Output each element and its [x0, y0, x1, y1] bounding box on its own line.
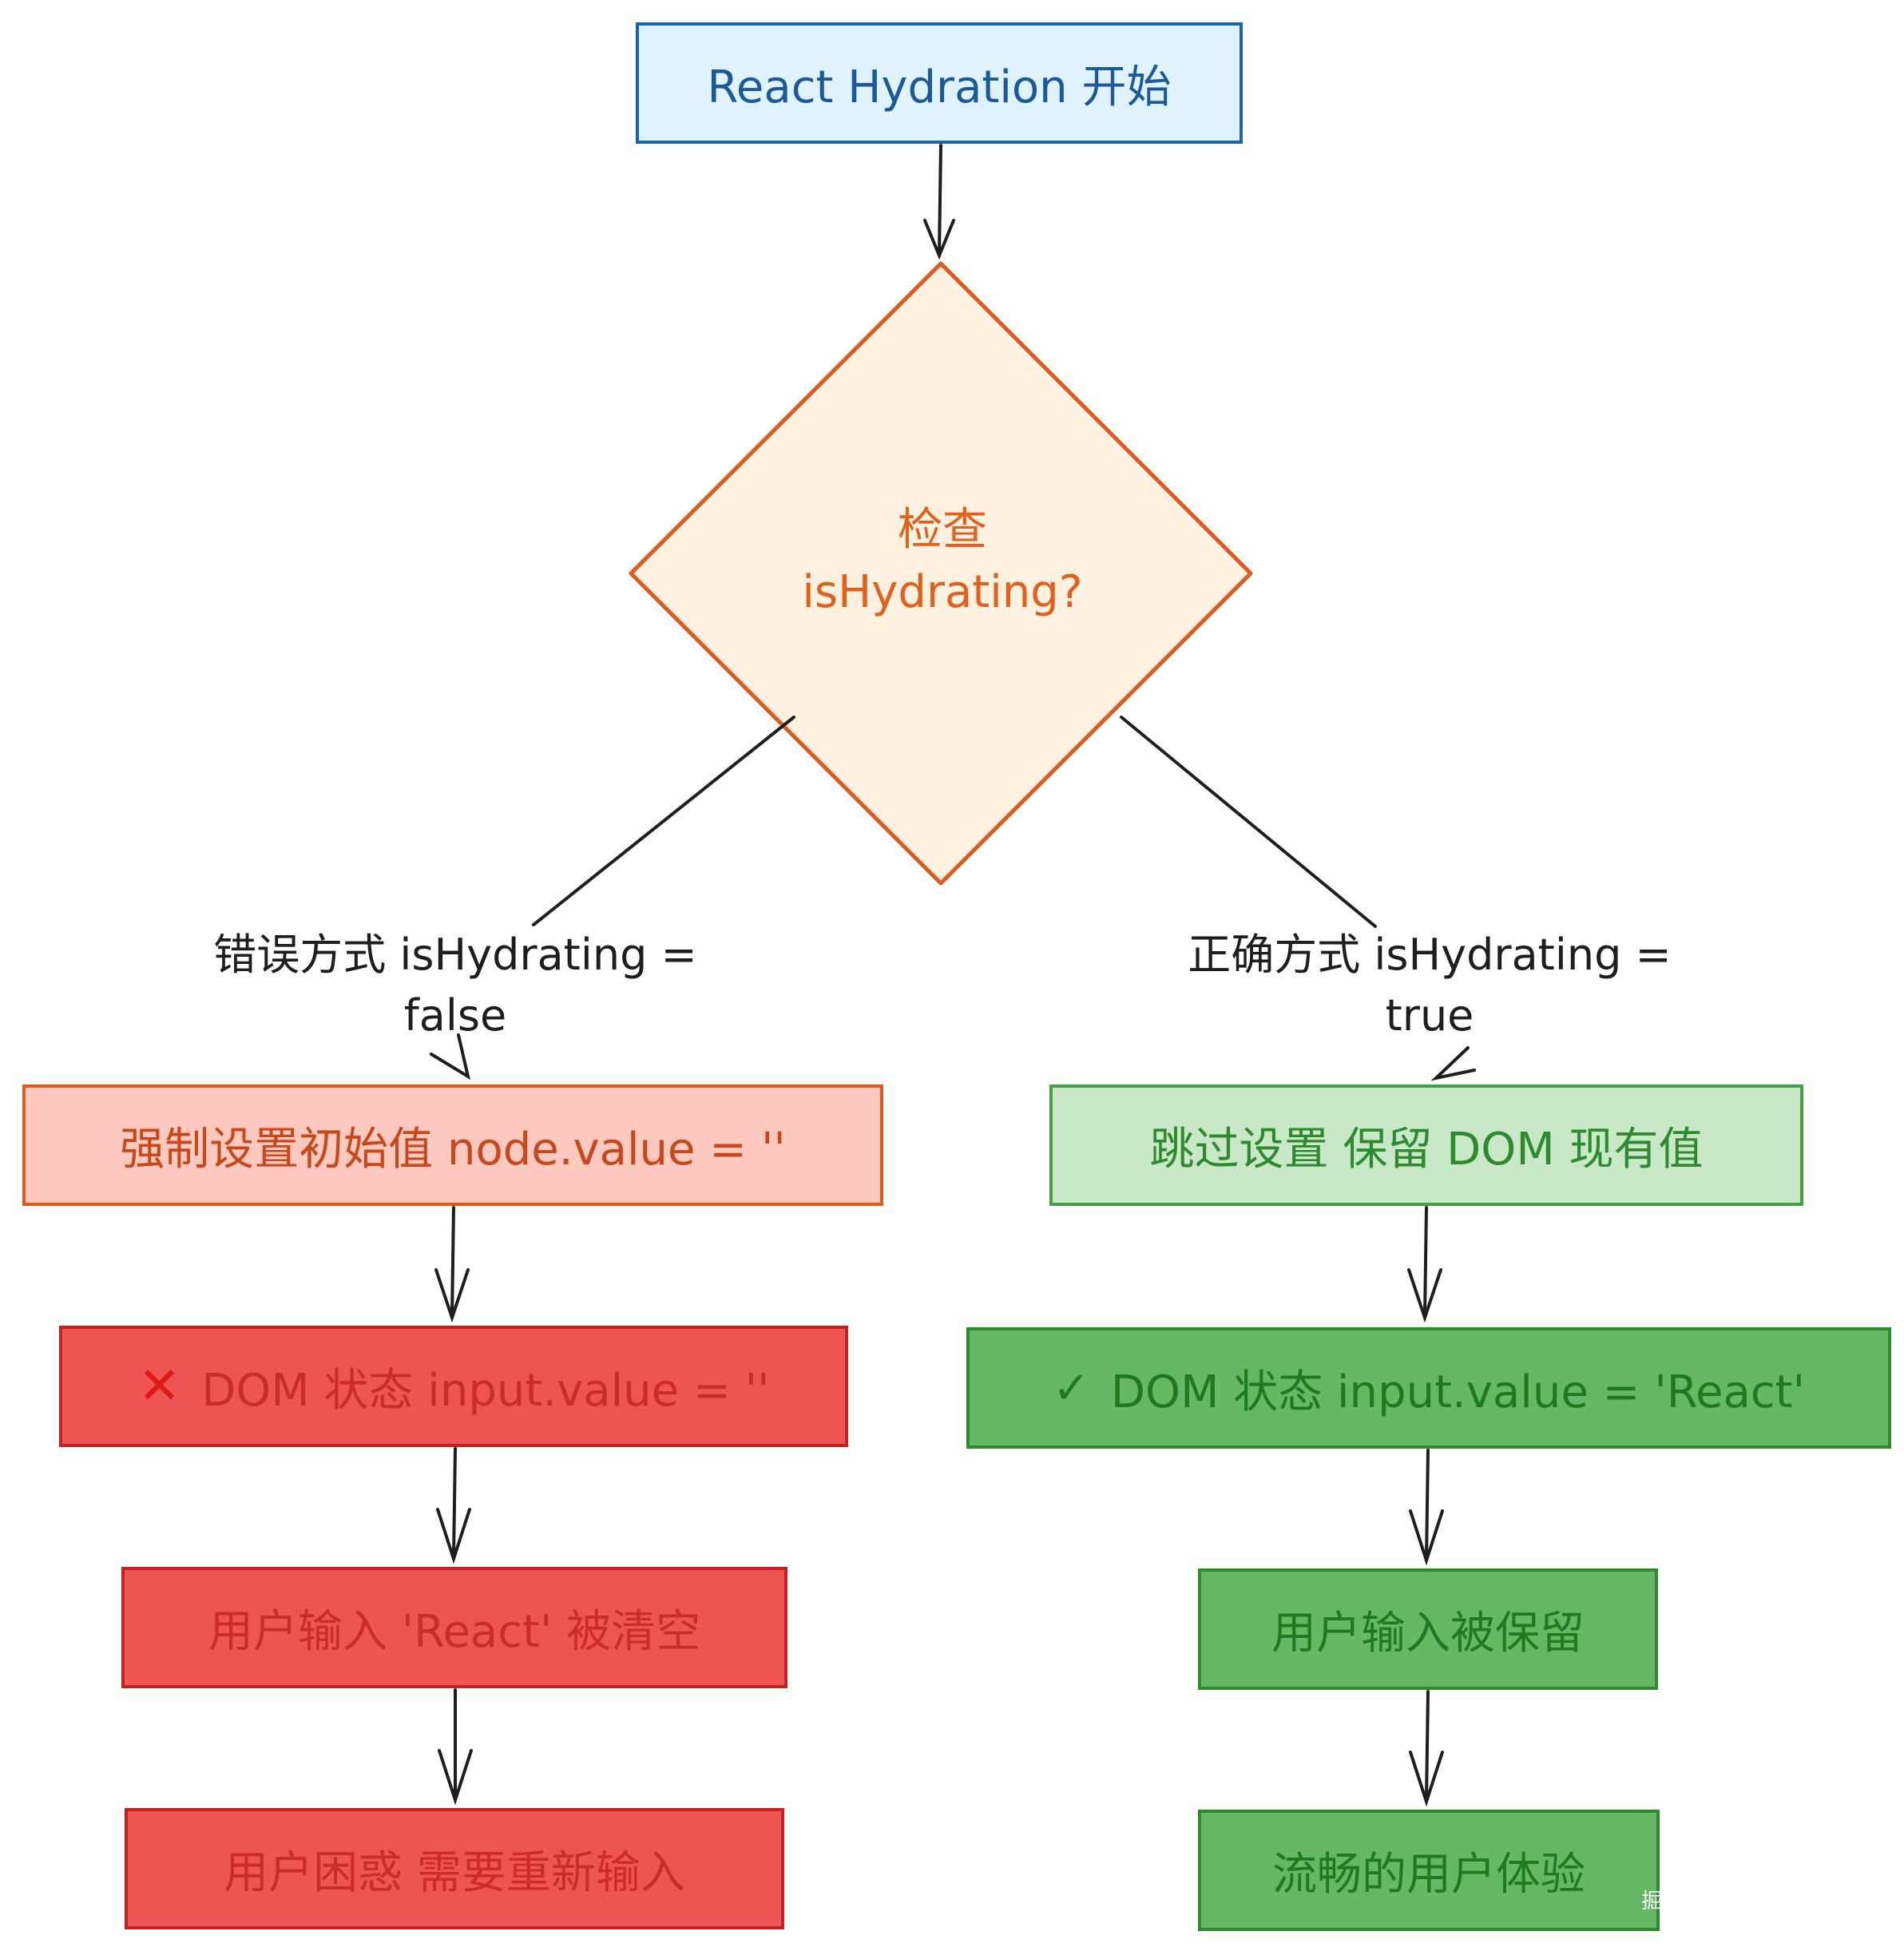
arrow-right-skip-to-dom — [1407, 1206, 1442, 1323]
edge-label-right-line-2: true — [1385, 990, 1474, 1041]
wrong-dom-state-label: DOM 状态 input.value = '' — [201, 1364, 770, 1417]
right-smooth-ux-label: 流畅的用户体验 — [1272, 1848, 1585, 1901]
arrow-wrong-dom-to-cleared — [436, 1447, 471, 1564]
wrong-input-cleared-node: 用户输入 'React' 被清空 — [121, 1567, 787, 1688]
arrow-decision-to-right — [1120, 716, 1476, 1081]
edge-label-right: 正确方式 isHydrating = true — [1134, 925, 1725, 1046]
arrow-decision-to-wrong — [430, 716, 795, 1081]
start-label: React Hydration 开始 — [707, 61, 1172, 113]
wrong-user-confused-label: 用户困惑 需要重新输入 — [224, 1846, 685, 1899]
start-node: React Hydration 开始 — [636, 22, 1243, 144]
wrong-dom-state-node: ✕ DOM 状态 input.value = '' — [59, 1326, 848, 1447]
wrong-set-value-label: 强制设置初始值 node.value = '' — [120, 1123, 786, 1176]
arrow-right-dom-to-kept — [1409, 1449, 1444, 1566]
right-dom-state-label: DOM 状态 input.value = 'React' — [1110, 1366, 1806, 1418]
decision-line-1: 检查 — [898, 504, 987, 556]
edge-label-wrong-line-1: 错误方式 isHydrating = — [213, 930, 697, 980]
right-smooth-ux-node: 流畅的用户体验 — [1198, 1810, 1660, 1931]
check-icon: ✓ — [1052, 1362, 1090, 1414]
edge-label-right-line-1: 正确方式 isHydrating = — [1188, 930, 1672, 980]
right-skip-set-node: 跳过设置 保留 DOM 现有值 — [1049, 1085, 1803, 1206]
arrow-wrong-set-to-dom — [434, 1206, 470, 1323]
watermark: 掘金技术社区 @ Moment — [1641, 1889, 1874, 1913]
decision-diamond — [629, 261, 1253, 886]
right-input-kept-label: 用户输入被保留 — [1271, 1607, 1585, 1660]
decision-label: 检查 isHydrating? — [703, 499, 1182, 624]
decision-line-2: isHydrating? — [802, 566, 1083, 618]
arrow-wrong-cleared-to-confused — [438, 1688, 473, 1806]
edge-label-wrong: 错误方式 isHydrating = false — [160, 925, 751, 1046]
wrong-user-confused-node: 用户困惑 需要重新输入 — [125, 1808, 784, 1929]
wrong-input-cleared-label: 用户输入 'React' 被清空 — [208, 1605, 701, 1658]
right-input-kept-node: 用户输入被保留 — [1198, 1568, 1658, 1690]
edge-label-wrong-line-2: false — [403, 990, 507, 1041]
wrong-set-value-node: 强制设置初始值 node.value = '' — [22, 1085, 883, 1206]
cross-icon: ✕ — [137, 1357, 181, 1416]
right-dom-state-node: ✓ DOM 状态 input.value = 'React' — [966, 1327, 1891, 1449]
arrow-right-kept-to-smooth — [1409, 1690, 1444, 1807]
arrow-start-to-decision — [923, 144, 955, 260]
right-skip-set-label: 跳过设置 保留 DOM 现有值 — [1149, 1123, 1704, 1176]
